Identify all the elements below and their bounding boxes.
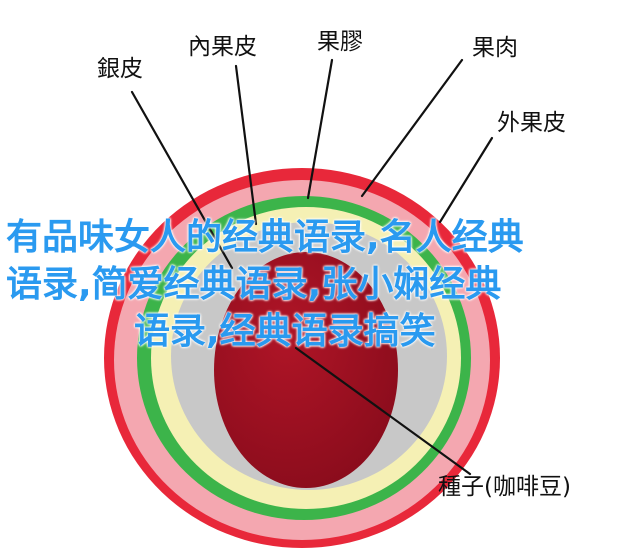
leader-line-mucilage <box>306 58 334 200</box>
overlay-title-line-2: 语录,简爱经典语录,张小娴经典 <box>6 264 502 305</box>
leader-line-exocarp <box>438 136 494 224</box>
label-seed: 種子(咖啡豆) <box>438 474 571 500</box>
leader-line-pulp <box>360 58 464 198</box>
seed-bean <box>214 252 398 488</box>
overlay-title-line-1: 有品味女人的经典语录,名人经典 <box>6 217 524 258</box>
leader-line-silver-skin <box>130 90 234 270</box>
overlay-title-line-3: 语录,经典语录搞笑 <box>134 311 436 352</box>
label-exocarp: 外果皮 <box>497 110 566 136</box>
label-endocarp: 內果皮 <box>188 34 257 60</box>
leader-line-seed <box>294 346 472 476</box>
label-pulp: 果肉 <box>472 35 518 61</box>
label-silver-skin: 銀皮 <box>97 56 143 82</box>
overlay-title: 有品味女人的经典语录,名人经典 语录,简爱经典语录,张小娴经典 语录,经典语录搞… <box>6 214 634 355</box>
leader-line-endocarp <box>234 64 258 226</box>
label-mucilage: 果膠 <box>317 29 363 55</box>
